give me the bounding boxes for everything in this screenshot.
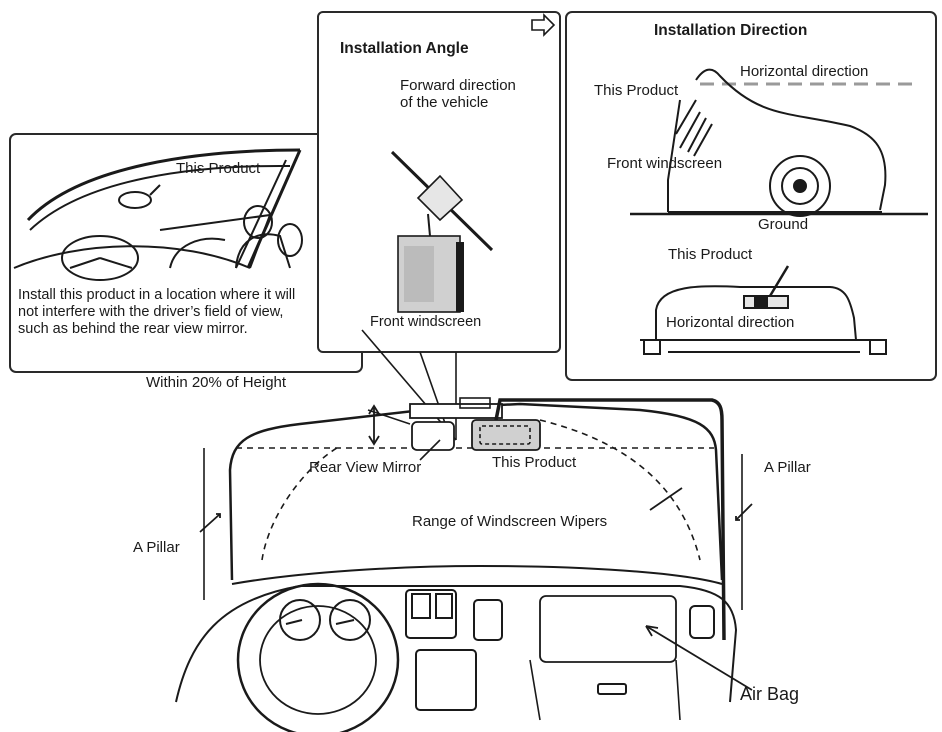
a-pillar-left-label: A Pillar xyxy=(133,539,180,556)
panel-direction xyxy=(565,11,937,381)
direction-product-bottom: This Product xyxy=(668,246,753,263)
direction-title: Installation Direction xyxy=(654,22,808,39)
airbag-label: Air Bag xyxy=(740,684,800,704)
panel-cabin xyxy=(9,133,363,373)
horizontal-direction-bottom: Horizontal direction xyxy=(666,314,795,331)
main-car-view xyxy=(175,397,753,732)
horizontal-direction-top: Horizontal direction xyxy=(740,63,869,80)
panel-angle xyxy=(317,11,561,353)
direction-windscreen-label: Front windscreen xyxy=(607,155,723,172)
wipers-label: Range of Windscreen Wipers xyxy=(412,513,608,530)
direction-product-top: This Product xyxy=(594,82,679,99)
main-product-label: This Product xyxy=(492,454,577,471)
ground-label: Ground xyxy=(758,216,809,233)
angle-title: Installation Angle xyxy=(340,40,469,57)
a-pillar-right-label: A Pillar xyxy=(764,459,811,476)
angle-windscreen-label: Front windscreen xyxy=(370,314,482,330)
cabin-note: Install this product in a location where… xyxy=(18,287,296,337)
mirror-label: Rear View Mirror xyxy=(309,459,422,476)
cabin-product-label: This Product xyxy=(176,160,261,177)
forward-direction-label: Forward direction of the vehicle xyxy=(400,77,516,111)
height-label: Within 20% of Height xyxy=(146,374,287,391)
